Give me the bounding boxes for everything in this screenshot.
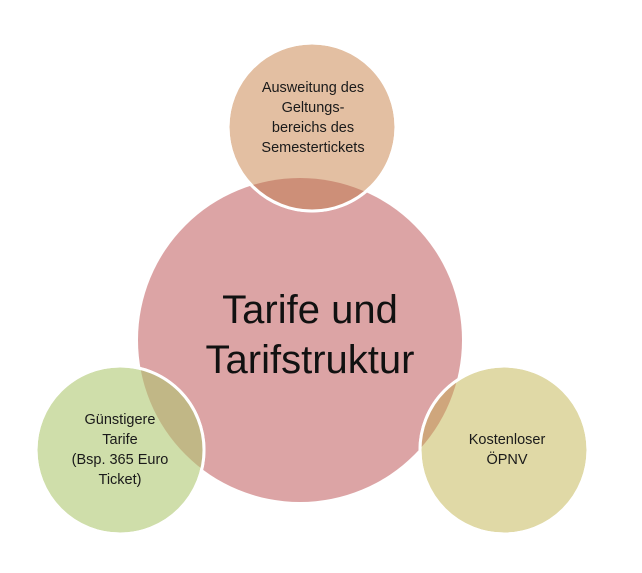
center-circle [138, 178, 462, 502]
left-circle-outline [34, 364, 206, 536]
left-node-label: Günstigere Tarife (Bsp. 365 Euro Ticket) [71, 412, 169, 488]
top-circle-outline [226, 41, 398, 213]
right-circle-outline [418, 364, 590, 536]
right-node-label: Kostenloser ÖPNV [468, 432, 546, 468]
center-label: Tarife und Tarifstruktur [205, 288, 415, 382]
top-node-label: Ausweitung des Geltungs- bereichs des Se… [261, 80, 365, 156]
